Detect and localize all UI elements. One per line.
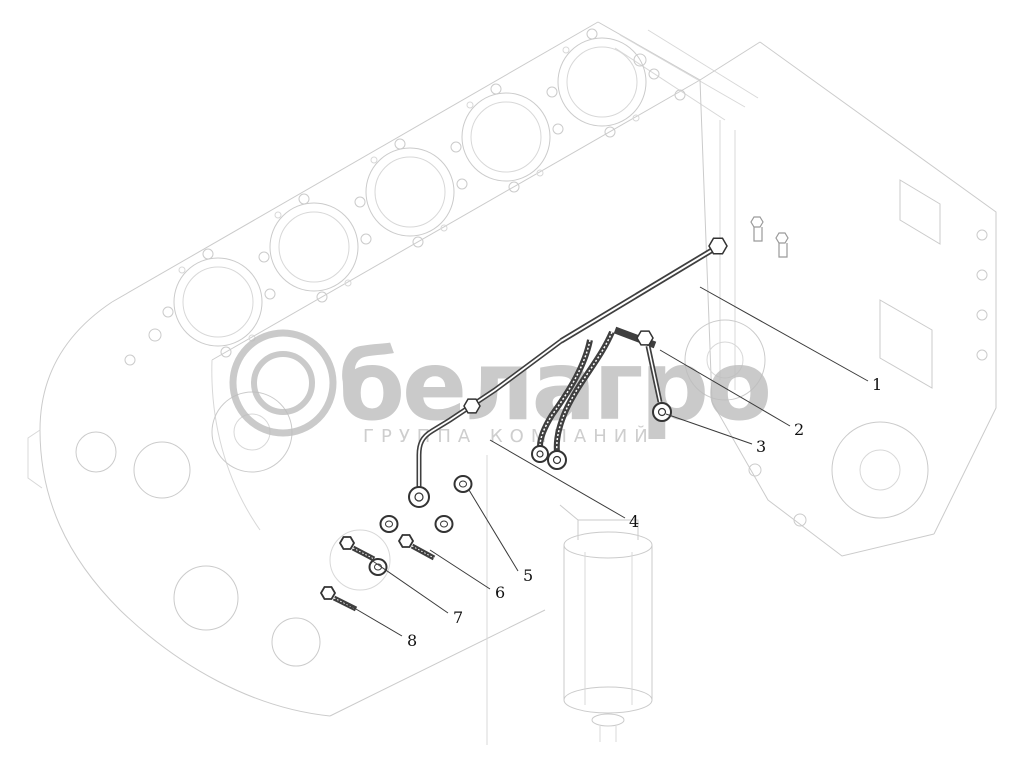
engine-fittings bbox=[750, 216, 789, 258]
callouts: 1 2 3 4 5 6 7 8 bbox=[407, 375, 882, 650]
callout-5-label: 5 bbox=[523, 566, 533, 585]
callout-7-label: 7 bbox=[453, 608, 463, 627]
bolt-holes bbox=[124, 28, 686, 366]
bolt bbox=[338, 536, 376, 562]
callout-2-label: 2 bbox=[794, 420, 804, 439]
watermark-logo-icon bbox=[229, 329, 337, 437]
callout-8-label: 8 bbox=[407, 631, 417, 650]
watermark: белагро ГРУППА КОМПАНИЙ bbox=[229, 329, 772, 447]
callout-3-label: 3 bbox=[756, 437, 766, 456]
watermark-subtitle: ГРУППА КОМПАНИЙ bbox=[363, 425, 655, 447]
engine-block-sketch bbox=[27, 21, 997, 745]
cylinder-bores bbox=[173, 37, 647, 347]
right-housing bbox=[684, 41, 997, 557]
watermark-text: белагро bbox=[338, 330, 769, 442]
callout-1-label: 1 bbox=[872, 375, 882, 394]
leader-lines bbox=[343, 286, 869, 637]
callout-4-label: 4 bbox=[629, 512, 639, 531]
fuel-filter bbox=[559, 504, 653, 742]
callout-6-label: 6 bbox=[495, 583, 505, 602]
banjo-bolt bbox=[397, 534, 436, 561]
fasteners bbox=[319, 475, 473, 612]
pipe-assembly bbox=[408, 237, 728, 508]
